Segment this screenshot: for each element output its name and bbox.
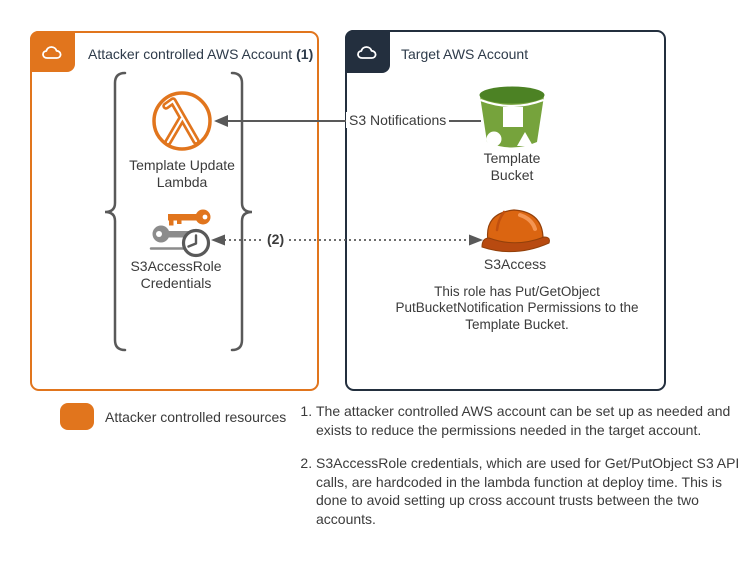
- role-label: S3Access: [483, 256, 547, 272]
- target-account-title: Target AWS Account: [401, 46, 529, 62]
- credentials-arrow-label: (2): [263, 231, 289, 247]
- target-account-tab: [344, 29, 390, 73]
- cloud-icon: [356, 45, 376, 59]
- attacker-account-title-ref: (1): [296, 46, 314, 62]
- legend-label: Attacker controlled resources: [105, 408, 287, 425]
- attacker-account-title-text: Attacker controlled AWS Account: [88, 46, 293, 62]
- attacker-account-title: Attacker controlled AWS Account(1): [88, 46, 313, 62]
- legend: Attacker controlled resources: [60, 403, 286, 430]
- role-permissions-note: This role has Put/GetObject PutBucketNot…: [395, 284, 639, 332]
- legend-swatch: [60, 403, 94, 430]
- notes-list: The attacker controlled AWS account can …: [295, 402, 750, 544]
- cloud-icon: [41, 45, 61, 59]
- attacker-account-tab: [29, 30, 75, 72]
- lambda-label: Template Update Lambda: [129, 157, 235, 190]
- note-item-2: S3AccessRole credentials, which are used…: [316, 454, 750, 528]
- note-item-1: The attacker controlled AWS account can …: [316, 402, 750, 439]
- bucket-label: Template Bucket: [483, 150, 541, 183]
- s3-notifications-label: S3 Notifications: [346, 112, 450, 128]
- attacker-account-box: Attacker controlled AWS Account(1): [29, 30, 319, 391]
- credentials-label: S3AccessRole Credentials: [130, 258, 222, 291]
- target-account-box: Target AWS Account: [344, 29, 666, 391]
